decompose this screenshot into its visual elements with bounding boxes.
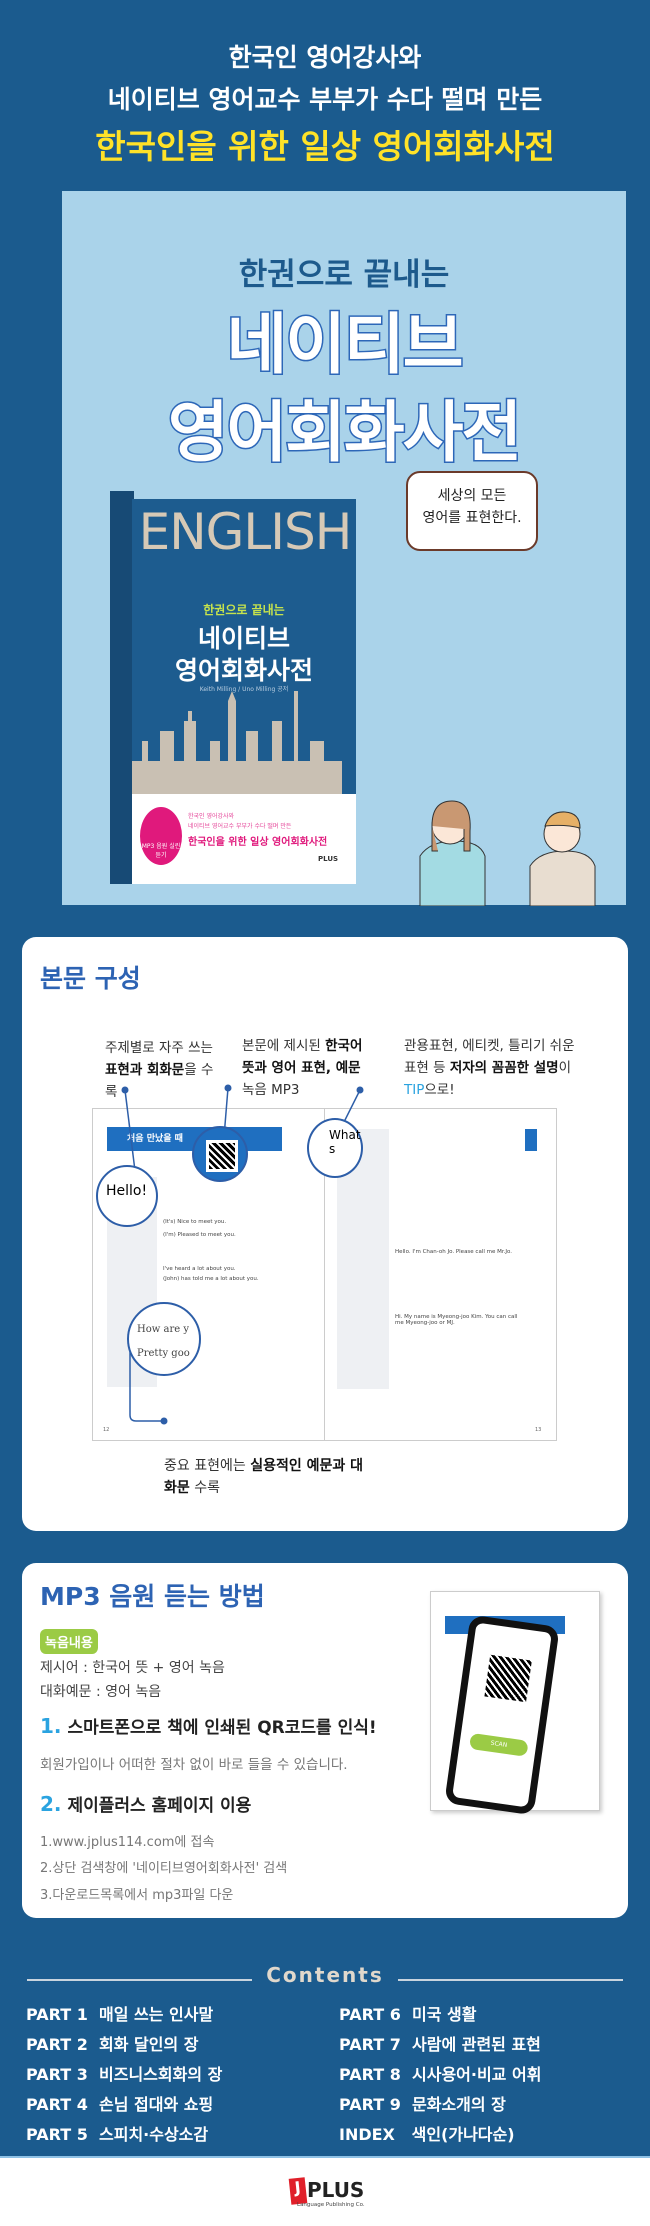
recording-desc-1: 제시어 : 한국어 뜻 + 영어 녹음 — [40, 1660, 225, 1676]
example-line: (John) has told me a lot about you. — [163, 1276, 259, 1282]
header-line-3: 한국인을 위한 일상 영어회화사전 — [95, 127, 555, 166]
example-line: (It's) Nice to meet you. — [163, 1219, 227, 1225]
page-number: 13 — [535, 1427, 542, 1433]
qr-magnifier — [192, 1126, 248, 1182]
example-line: I've heard a lot about you. — [163, 1266, 236, 1272]
logo-text: PLUS — [307, 2178, 365, 2202]
book-publisher: PLUS — [318, 855, 339, 863]
speech-line: 세상의 모든 — [437, 488, 507, 504]
qr-code-icon — [206, 1140, 238, 1172]
hero-subtitle: 한권으로 끝내는 — [238, 257, 450, 293]
contents-item: PART 7 사람에 관련된 표현 — [339, 2035, 541, 2054]
callout-lines — [121, 1084, 364, 1425]
example-line: Hi. My name is Myeong-joo Kim. You can c… — [395, 1314, 518, 1326]
book-cover: ENGLISH 한권으로 끝내는 네이티브 영어회화사전 Keith Milli… — [110, 491, 356, 884]
contents-item: PART 2 회화 달인의 장 — [26, 2035, 199, 2054]
mp3-badge: MP3 음원 실린 듣기 — [140, 807, 182, 865]
divider — [398, 1979, 623, 1981]
book-authors: Keith Milling / Uno Milling 공저 — [199, 686, 289, 693]
step-1-heading: 1. 스마트폰으로 책에 인쇄된 QR코드를 인식! — [40, 1714, 377, 1738]
speech-bubble: 세상의 모든 영어를 표현한다. — [406, 471, 538, 551]
structure-card: 본문 구성 주제별로 자주 쓰는 표현과 회화문을 수록 본문에 제시된 한국어… — [22, 937, 628, 1531]
page-number: 12 — [103, 1427, 110, 1433]
recording-badge: 녹음내용 — [40, 1629, 98, 1654]
step-2-item: 2.상단 검색창에 '네이티브영어회화사전' 검색 — [40, 1861, 288, 1876]
structure-title: 본문 구성 — [40, 964, 141, 993]
book-blurb: 한국인 영어강사와 — [188, 813, 235, 820]
hello-magnifier: Hello! — [96, 1165, 158, 1227]
qr-code-icon — [484, 1654, 532, 1703]
contents-item: PART 6 미국 생활 — [339, 2005, 477, 2024]
step-2-item: 1.www.jplus114.com에 접속 — [40, 1835, 215, 1850]
header-line-1: 한국인 영어강사와 — [228, 43, 422, 72]
contents-item: PART 3 비즈니스회화의 장 — [26, 2065, 223, 2084]
people-illustration — [419, 800, 596, 906]
example-line: (I'm) Pleased to meet you. — [163, 1232, 236, 1238]
contents-item: PART 1 매일 쓰는 인사말 — [26, 2005, 214, 2024]
step-2-item: 3.다운로드목록에서 mp3파일 다운 — [40, 1888, 234, 1903]
contents-item: PART 9 문화소개의 장 — [339, 2095, 506, 2114]
bottom-annotation: 중요 표현에는 실용적인 예문과 대화문 수록 — [164, 1458, 363, 1496]
step-1-desc: 회원가입이나 어떠한 절차 없이 바로 들을 수 있습니다. — [40, 1757, 348, 1773]
annotation-3: 관용표현, 에티켓, 틀리기 쉬운 표현 등 저자의 꼼꼼한 설명이 TIP으로… — [404, 1038, 575, 1098]
example-line: Hello. I'm Chan-oh Jo. Please call me Mr… — [395, 1249, 513, 1255]
step-2-heading: 2. 제이플러스 홈페이지 이용 — [40, 1792, 252, 1816]
book-blurb: 네이티브 영어교수 부부가 수다 떨며 만든 — [188, 823, 292, 830]
recording-desc-2: 대화예문 : 영어 녹음 — [40, 1684, 162, 1700]
logo-tagline: Language Publishing Co. — [297, 2202, 365, 2208]
annotation-1: 주제별로 자주 쓰는 표현과 회화문을 수록 — [105, 1040, 214, 1100]
book-subtitle: 한권으로 끝내는 — [203, 603, 285, 617]
footer: J PLUS Language Publishing Co. — [0, 2156, 650, 2226]
book-brand-word: ENGLISH — [138, 503, 353, 561]
contents-right: PART 6 미국 생활 PART 7 사람에 관련된 표현 PART 8 시사… — [339, 2000, 541, 2150]
contents-item: PART 5 스피치·수상소감 — [26, 2125, 209, 2144]
hero-title-1: 네이티브 — [225, 305, 465, 385]
divider — [27, 1979, 252, 1981]
contents-item: INDEX 색인(가나다순) — [339, 2125, 515, 2144]
contents-left: PART 1 매일 쓰는 인사말 PART 2 회화 달인의 장 PART 3 … — [26, 2000, 222, 2150]
skyline-illustration — [132, 691, 342, 794]
scan-button: SCAN — [468, 1732, 529, 1757]
header-line-2: 네이티브 영어교수 부부가 수다 떨며 만든 — [107, 85, 543, 114]
annotation-2: 본문에 제시된 한국어 뜻과 영어 표현, 예문 녹음 MP3 — [242, 1038, 363, 1098]
hero-panel: 한권으로 끝내는 네이티브 영어회화사전 세상의 모든 영어를 표현한다. EN… — [62, 191, 626, 906]
phone-icon: SCAN — [444, 1614, 560, 1816]
book-blurb: 한국인을 위한 일상 영어회화사전 — [188, 837, 328, 848]
book-title-1: 네이티브 — [197, 624, 290, 653]
speech-line: 영어를 표현한다. — [422, 510, 522, 526]
mp3-title: MP3 음원 듣는 방법 — [40, 1582, 265, 1611]
qr-scan-illustration: SCAN — [430, 1591, 600, 1816]
contents-title: Contents — [266, 1963, 384, 1987]
hero-title-2: 영어회화사전 — [166, 393, 523, 473]
book-title-2: 영어회화사전 — [174, 656, 313, 685]
logo-j: J — [288, 2177, 308, 2205]
contents-item: PART 8 시사용어·비교 어휘 — [339, 2065, 542, 2084]
contents-item: PART 4 손님 접대와 쇼핑 — [26, 2095, 214, 2114]
mp3-card: MP3 음원 듣는 방법 녹음내용 제시어 : 한국어 뜻 + 영어 녹음 대화… — [22, 1563, 628, 1918]
tip-magnifier: What s — [307, 1118, 363, 1178]
